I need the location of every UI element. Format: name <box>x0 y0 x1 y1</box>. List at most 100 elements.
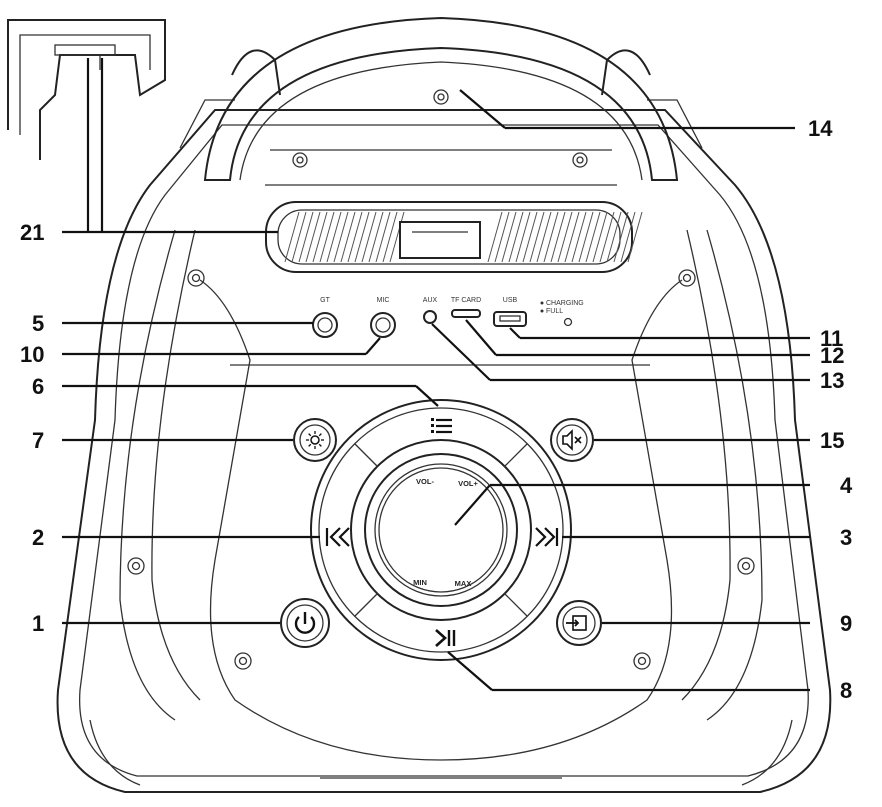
previous-icon <box>325 527 350 547</box>
screw <box>737 557 755 575</box>
leader-12 <box>465 319 497 356</box>
charging-status-indicator: CHARGING FULL <box>540 300 584 327</box>
callout-13: 13 <box>820 368 844 393</box>
callout-9: 9 <box>840 611 852 636</box>
volume-knob[interactable]: VOL- VOL+ MIN MAX <box>364 453 518 607</box>
leader-10 <box>365 337 381 355</box>
screw <box>127 557 145 575</box>
grille-hatch-line <box>382 211 398 263</box>
grille-hatch-line <box>585 211 601 263</box>
power-button[interactable] <box>280 598 330 648</box>
grille-hatch-line <box>291 211 307 263</box>
aux-input-jack[interactable]: AUX <box>423 297 438 324</box>
next-icon <box>535 527 559 547</box>
leader-8 <box>447 651 493 691</box>
usb-port[interactable]: USB <box>493 297 527 327</box>
phone-holder-slot <box>265 201 643 273</box>
grille-hatch-line <box>613 211 629 263</box>
grille-hatch-line <box>571 211 587 263</box>
grille-hatch-line <box>368 211 384 263</box>
leader-11 <box>509 327 521 339</box>
callout-14: 14 <box>808 116 833 141</box>
grille-hatch-line <box>361 211 377 263</box>
light-ray <box>308 443 312 447</box>
control-ring: VOL- VOL+ MIN MAX <box>310 399 572 661</box>
mute-icon <box>562 429 582 451</box>
usb-label: USB <box>503 297 518 304</box>
vol-minus-label: VOL- <box>416 477 434 486</box>
callout-10: 10 <box>20 342 44 367</box>
screw <box>234 652 252 670</box>
grille-hatch-line <box>501 211 517 263</box>
grille-hatch-line <box>592 211 608 263</box>
grille-hatch-line <box>312 211 328 263</box>
grille-hatch-line <box>347 211 363 263</box>
max-label: MAX <box>455 579 472 588</box>
vol-plus-label: VOL+ <box>458 479 478 488</box>
speaker-body <box>56 49 832 793</box>
grille-hatch-line <box>284 211 300 263</box>
grille-hatch-line <box>536 211 552 263</box>
tf-card-slot[interactable]: TF CARD <box>451 297 481 318</box>
status-label-charging: CHARGING <box>546 300 584 307</box>
screw <box>678 269 696 287</box>
tf-card-label: TF CARD <box>451 297 481 304</box>
input-source-icon <box>566 615 587 631</box>
phone-holder-detail-inset <box>7 19 166 160</box>
grille-hatch-line <box>508 211 524 263</box>
grille-hatch-line <box>375 211 391 263</box>
callout-6: 6 <box>32 374 44 399</box>
play-pause-button[interactable] <box>435 629 456 647</box>
grille-hatch-line <box>543 211 559 263</box>
leader-13 <box>431 323 491 381</box>
previous-button[interactable] <box>325 527 350 547</box>
callout-5: 5 <box>32 311 44 336</box>
menu-icon <box>431 418 452 434</box>
guitar-input-jack[interactable]: GT <box>312 297 338 338</box>
jack-label-gt: GT <box>320 297 330 304</box>
leader-4 <box>454 484 491 526</box>
light-button[interactable] <box>293 418 337 462</box>
grille-hatch-line <box>298 211 314 263</box>
grille-hatch-line <box>522 211 538 263</box>
screw <box>433 89 449 105</box>
grille-hatch-line <box>550 211 566 263</box>
light-ray <box>318 443 322 447</box>
min-label: MIN <box>413 578 427 587</box>
light-icon <box>306 431 324 449</box>
play-pause-icon <box>435 629 456 647</box>
mic-input-jack[interactable]: MIC <box>370 297 396 338</box>
power-icon <box>294 612 316 634</box>
input-panel: GT MIC AUX TF CARD USB CHARGING F <box>230 297 650 366</box>
callout-lines <box>62 58 810 692</box>
leader-14 <box>459 89 506 129</box>
callout-21: 21 <box>20 220 44 245</box>
jack-label-mic: MIC <box>377 297 390 304</box>
status-label-full: FULL <box>546 308 563 315</box>
callout-2: 2 <box>32 525 44 550</box>
next-button[interactable] <box>535 527 559 547</box>
grille-hatch-line <box>529 211 545 263</box>
grille-hatch-line <box>599 211 615 263</box>
grille-hatch-line <box>515 211 531 263</box>
light-ray <box>308 433 312 437</box>
screw <box>572 152 588 168</box>
callout-11: 11 <box>820 326 843 351</box>
grille-hatch-line <box>557 211 573 263</box>
mode-button[interactable] <box>431 418 452 434</box>
input-source-button[interactable] <box>556 600 602 646</box>
grille-hatch-line <box>326 211 342 263</box>
callout-8: 8 <box>840 678 852 703</box>
grille-hatch-line <box>305 211 321 263</box>
grille-hatch-line <box>564 211 580 263</box>
grille-hatch-line <box>606 211 622 263</box>
grille-hatch-line <box>578 211 594 263</box>
callout-15: 15 <box>820 428 844 453</box>
leader-6 <box>415 385 439 407</box>
grille-hatch-line <box>354 211 370 263</box>
screw <box>633 652 651 670</box>
grille-hatch-line <box>389 211 405 263</box>
mute-button[interactable] <box>550 418 594 462</box>
grille-hatch-line <box>627 211 643 263</box>
